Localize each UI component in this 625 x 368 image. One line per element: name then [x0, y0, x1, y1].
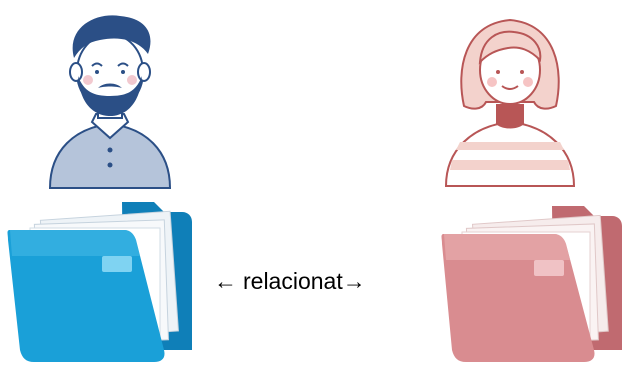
pink-folder-icon	[441, 206, 622, 362]
man-avatar-icon	[48, 15, 172, 189]
blue-folder-icon	[7, 202, 192, 362]
relation-text: relacionat	[243, 268, 343, 294]
woman-avatar-icon	[444, 18, 576, 187]
left-arrow-icon: ←	[214, 268, 237, 294]
relation-label: ← relacionat →	[214, 268, 366, 295]
right-arrow-icon: →	[342, 268, 366, 294]
